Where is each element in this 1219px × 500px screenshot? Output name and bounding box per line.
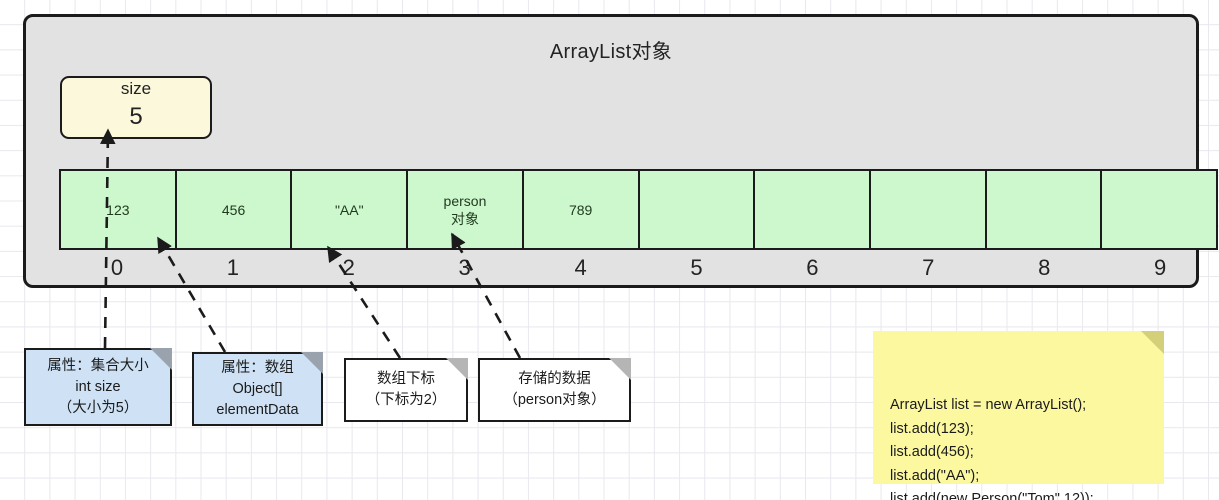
- array-cell: 456: [177, 171, 293, 248]
- annotation-note-text: 属性：集合大小 int size （大小为5）: [47, 357, 149, 416]
- code-sample-text: ArrayList list = new ArrayList(); list.a…: [890, 397, 1094, 500]
- array-index-label: 1: [226, 255, 239, 280]
- array-index-label: 6: [806, 255, 819, 280]
- size-field-label: size: [120, 79, 152, 98]
- note-fold-corner-icon: [150, 348, 172, 370]
- annotation-note-text: 存储的数据 （person对象）: [503, 371, 606, 408]
- array-cell: [987, 171, 1103, 248]
- note-fold-corner-icon: [446, 358, 468, 380]
- size-field-box: size 5: [60, 76, 212, 139]
- note-fold-corner-icon: [609, 358, 631, 380]
- annotation-note-size: 属性：集合大小 int size （大小为5）: [24, 348, 172, 426]
- array-cell: [871, 171, 987, 248]
- array-cell: [640, 171, 756, 248]
- array-index-label: 2: [342, 255, 355, 280]
- element-data-array: 123 456 "AA" person 对象 789: [59, 169, 1218, 250]
- annotation-note-array-index: 数组下标 （下标为2）: [344, 358, 468, 422]
- note-fold-corner-icon: [1141, 331, 1164, 354]
- array-cell: [755, 171, 871, 248]
- array-index-label: 0: [110, 255, 124, 280]
- array-index-label: 5: [690, 255, 703, 280]
- note-fold-corner-icon: [301, 352, 323, 374]
- code-sample-note: ArrayList list = new ArrayList(); list.a…: [873, 331, 1164, 500]
- annotation-note-stored-data: 存储的数据 （person对象）: [478, 358, 631, 422]
- array-index-label: 4: [574, 255, 587, 280]
- array-index-label: 7: [922, 255, 935, 280]
- array-cell: person 对象: [408, 171, 524, 248]
- array-index-label: 9: [1153, 255, 1167, 280]
- array-index-label: 3: [458, 255, 471, 280]
- annotation-note-text: 属性：数组 Object[] elementData: [216, 359, 299, 418]
- annotation-note-text: 数组下标 （下标为2）: [365, 371, 447, 408]
- array-index-row: 0 1 2 3 4 5 6 7 8 9: [59, 251, 1218, 285]
- arraylist-title: ArrayList对象: [549, 41, 673, 63]
- arraylist-object-container: ArrayList对象 size 5 123 456 "AA" person 对…: [23, 14, 1218, 288]
- array-cell: 123: [61, 171, 177, 248]
- size-field-value: 5: [129, 103, 143, 130]
- array-cell: 789: [524, 171, 640, 248]
- array-cell: [1102, 171, 1216, 248]
- array-cell: "AA": [292, 171, 409, 248]
- array-index-label: 8: [1038, 255, 1051, 280]
- annotation-note-elementdata: 属性：数组 Object[] elementData: [192, 352, 323, 426]
